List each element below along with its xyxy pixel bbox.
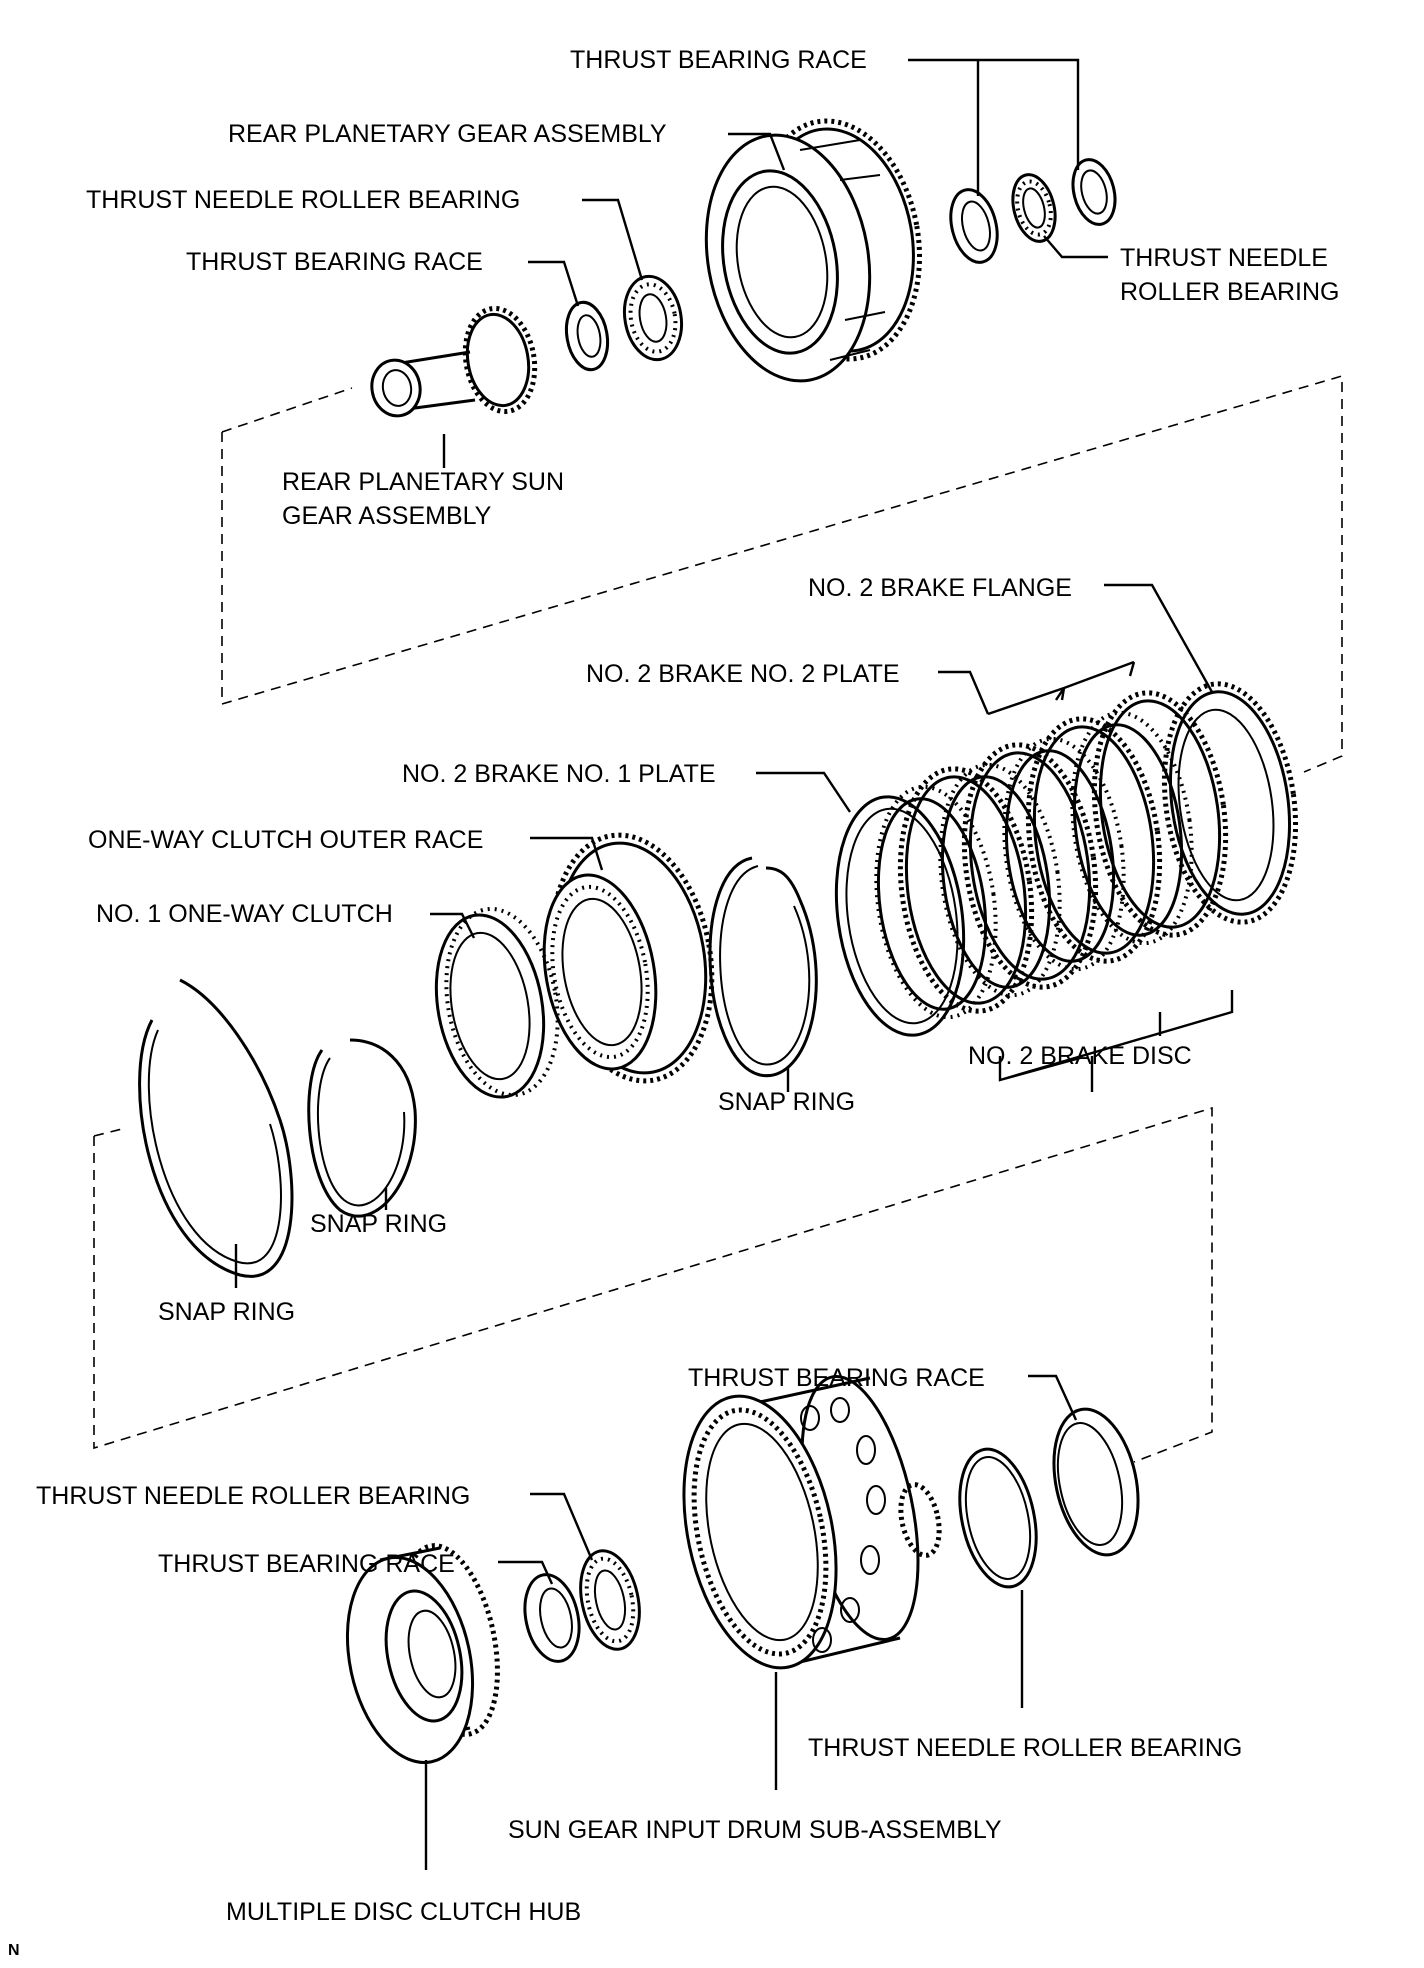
label-thrust-bearing-race-bottom-right: THRUST BEARING RACE xyxy=(688,1364,985,1392)
label-sun-gear-input-drum: SUN GEAR INPUT DRUM SUB-ASSEMBLY xyxy=(508,1816,1002,1844)
part-snap-ring-left-small xyxy=(307,1038,417,1218)
label-thrust-needle-roller-bearing-right-line2: ROLLER BEARING xyxy=(1120,278,1340,306)
label-rear-planetary-sun-gear-line2: GEAR ASSEMBLY xyxy=(282,502,492,530)
part-brake-plates-and-discs xyxy=(874,690,1229,1020)
label-thrust-needle-roller-bearing-bottom-left: THRUST NEEDLE ROLLER BEARING xyxy=(36,1482,471,1510)
part-thrust-bearing-race-upper xyxy=(564,300,610,372)
label-rear-planetary-gear-assembly: REAR PLANETARY GEAR ASSEMBLY xyxy=(228,120,667,148)
part-thrust-bearing-race-top-right xyxy=(1071,158,1117,226)
label-multiple-disc-clutch-hub: MULTIPLE DISC CLUTCH HUB xyxy=(226,1898,582,1926)
part-multiple-disc-clutch-hub xyxy=(345,1543,500,1764)
part-thrust-bearing-race-top-right-2 xyxy=(949,188,999,264)
label-thrust-bearing-race-top: THRUST BEARING RACE xyxy=(570,46,867,74)
part-rear-planetary-sun-gear-assembly xyxy=(370,305,538,418)
part-no1-one-way-clutch xyxy=(434,906,560,1099)
part-thrust-needle-roller-bearing-upper xyxy=(622,274,684,362)
part-thrust-needle-roller-bearing-top-right xyxy=(1011,173,1057,243)
part-thrust-needle-roller-bearing-bottom-right xyxy=(958,1447,1038,1589)
label-snap-ring-middle: SNAP RING xyxy=(718,1088,856,1116)
label-no2-brake-flange: NO. 2 BRAKE FLANGE xyxy=(808,574,1072,602)
part-thrust-bearing-race-bottom-right xyxy=(1052,1407,1140,1557)
label-one-way-clutch-outer-race: ONE-WAY CLUTCH OUTER RACE xyxy=(88,826,484,854)
label-snap-ring-left-small: SNAP RING xyxy=(310,1210,448,1238)
corner-mark: N xyxy=(8,1942,20,1959)
leader-lines xyxy=(234,58,1234,1870)
label-thrust-needle-roller-bearing-upper: THRUST NEEDLE ROLLER BEARING xyxy=(86,186,521,214)
label-thrust-bearing-race-upper: THRUST BEARING RACE xyxy=(186,248,483,276)
label-thrust-bearing-race-bottom-left: THRUST BEARING RACE xyxy=(158,1550,455,1578)
label-no1-one-way-clutch: NO. 1 ONE-WAY CLUTCH xyxy=(96,900,393,928)
label-no2-brake-no2-plate: NO. 2 BRAKE NO. 2 PLATE xyxy=(586,660,900,688)
part-thrust-bearing-race-bottom-left xyxy=(523,1573,581,1663)
part-sun-gear-input-drum xyxy=(682,1374,942,1670)
part-snap-ring-left-large xyxy=(138,978,294,1278)
label-no2-brake-no1-plate: NO. 2 BRAKE NO. 1 PLATE xyxy=(402,760,716,788)
part-one-way-clutch-outer-race xyxy=(542,832,715,1084)
label-thrust-needle-roller-bearing-right-line1: THRUST NEEDLE xyxy=(1120,244,1328,272)
part-thrust-needle-roller-bearing-bottom-left xyxy=(579,1549,641,1651)
label-rear-planetary-sun-gear-line1: REAR PLANETARY SUN xyxy=(282,468,565,496)
part-snap-ring-middle xyxy=(708,856,818,1078)
part-no2-brake-flange xyxy=(1161,681,1299,925)
label-no2-brake-disc: NO. 2 BRAKE DISC xyxy=(968,1042,1192,1070)
label-thrust-needle-roller-bearing-bottom-right: THRUST NEEDLE ROLLER BEARING xyxy=(808,1734,1243,1762)
assembly-guide-lines xyxy=(93,374,1343,1463)
label-snap-ring-left-large: SNAP RING xyxy=(158,1298,296,1326)
part-rear-planetary-gear-assembly xyxy=(704,118,922,383)
part-no2-brake-no1-plate xyxy=(834,795,966,1037)
